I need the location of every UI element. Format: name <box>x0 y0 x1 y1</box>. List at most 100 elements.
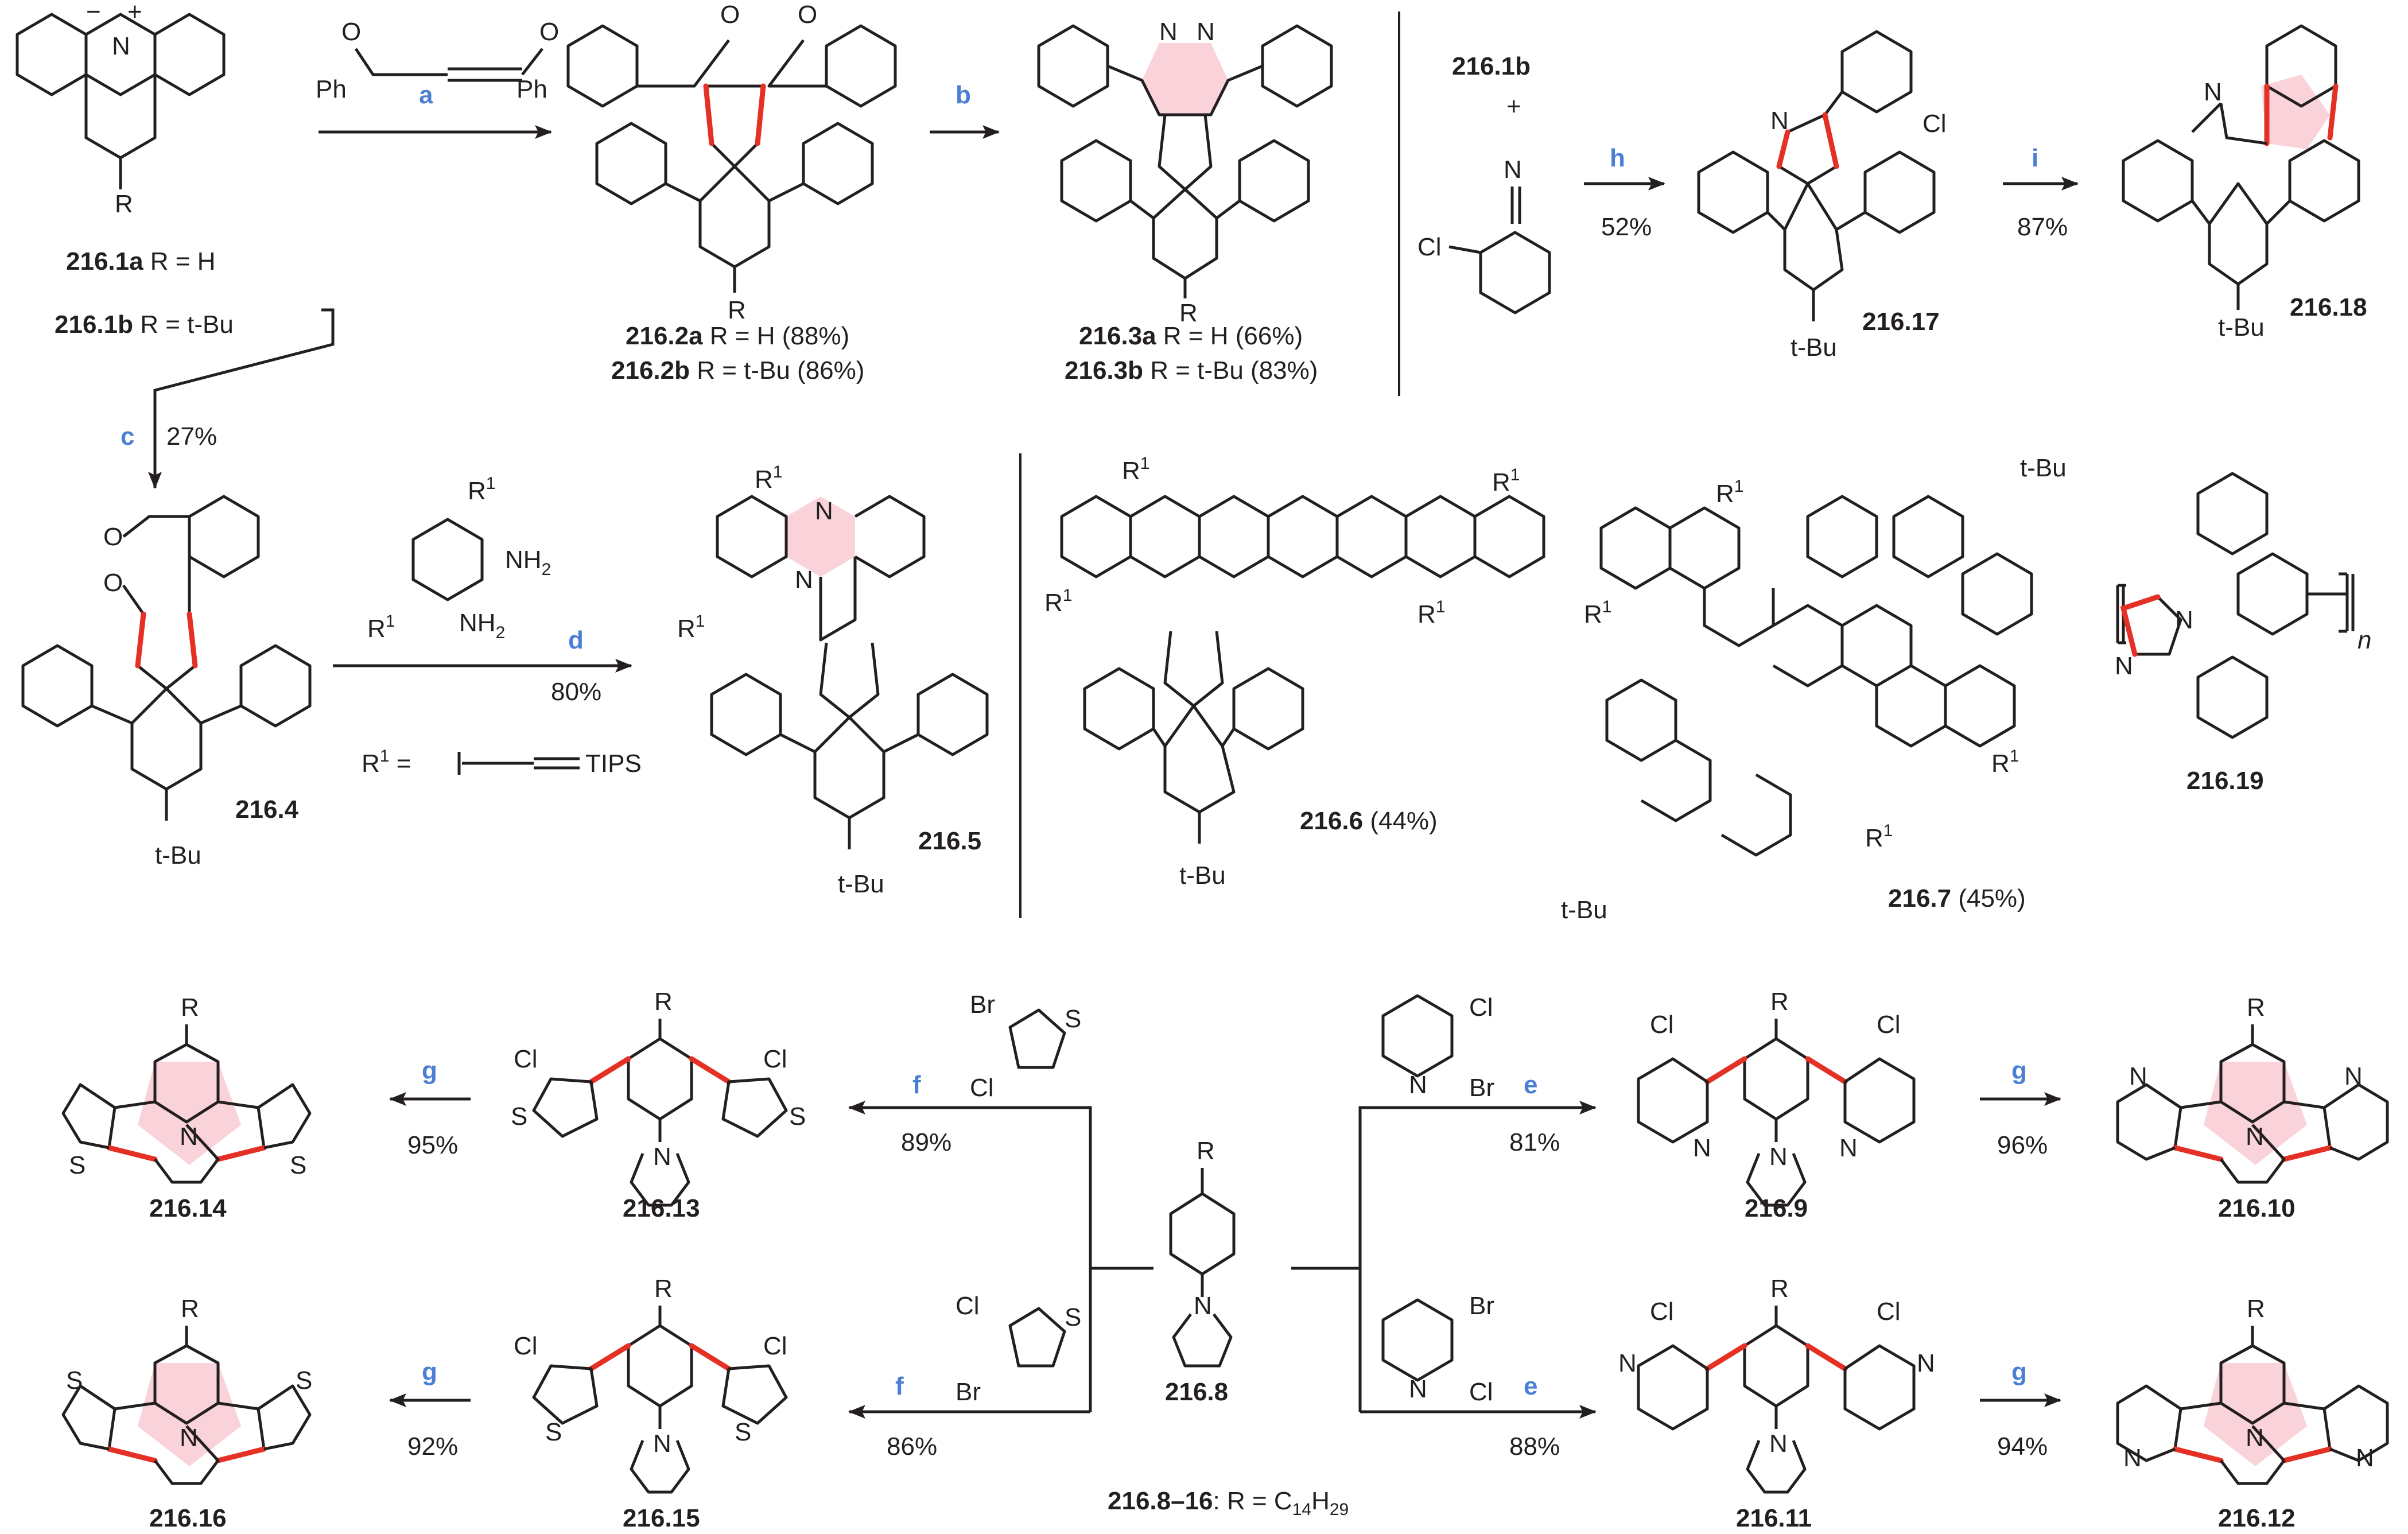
structure-216-11: R N N Cl N Cl <box>1618 1275 1935 1494</box>
svg-text:R1: R1 <box>1991 747 2019 778</box>
svg-text:N: N <box>1769 1430 1788 1458</box>
structure-216-3: N N R <box>1037 18 1333 327</box>
step-b-label: b <box>956 81 971 109</box>
step-f-top-label: f <box>912 1071 921 1099</box>
step-h-label: h <box>1610 144 1625 172</box>
svg-text:Cl: Cl <box>1650 1298 1674 1326</box>
step-g-12-label: g <box>2011 1358 2027 1386</box>
structure-216-17: Cl N t-Bu <box>1697 30 1947 362</box>
svg-text:N: N <box>180 1424 198 1452</box>
step-c-yield: 27% <box>166 422 217 451</box>
svg-text:N: N <box>1693 1134 1711 1162</box>
reagent-dibenzoylacetylene: O O Ph Ph <box>316 18 559 103</box>
arrow-step-e-top <box>1358 1101 1597 1412</box>
svg-text:Cl: Cl <box>1877 1298 1901 1326</box>
svg-text:R: R <box>2247 993 2265 1022</box>
compound-label-216-7: 216.7 (45%) <box>1888 884 2026 912</box>
svg-text:N: N <box>1917 1349 1935 1377</box>
compound-label-216-18: 216.18 <box>2290 293 2367 321</box>
reagent-2-chloro-3-bromothiophene: Cl S Br <box>956 1292 1081 1406</box>
svg-text:S: S <box>1065 1303 1081 1331</box>
svg-text:Br: Br <box>970 991 995 1019</box>
svg-text:S: S <box>735 1418 751 1446</box>
svg-text:N: N <box>815 497 833 525</box>
step-a-label: a <box>419 81 433 109</box>
svg-text:Cl: Cl <box>763 1045 787 1073</box>
svg-text:N: N <box>2246 1424 2264 1452</box>
svg-text:R1: R1 <box>1044 586 1072 617</box>
svg-text:N: N <box>1770 107 1789 135</box>
svg-text:Cl: Cl <box>1417 233 1442 261</box>
svg-text:Br: Br <box>956 1378 981 1406</box>
svg-text:R: R <box>654 1275 673 1303</box>
reagent-3-bromo-2-chloropyridine: Br N Cl <box>1381 1292 1494 1406</box>
svg-text:Cl: Cl <box>1469 993 1493 1022</box>
compound-label-216-1a: 216.1a R = H <box>66 247 216 275</box>
svg-text:N: N <box>1504 156 1522 184</box>
reagent-label-216-1b: 216.1b <box>1452 52 1531 80</box>
step-g-14-label: g <box>422 1057 437 1085</box>
compound-label-216-9: 216.9 <box>1745 1194 1808 1222</box>
svg-text:Cl: Cl <box>1922 110 1947 138</box>
footnote-r-definition: 216.8–16: R = C14H29 <box>1108 1487 1349 1519</box>
svg-text:N: N <box>1409 1375 1427 1403</box>
svg-text:R: R <box>2247 1295 2265 1323</box>
compound-label-216-3b: 216.3b R = t-Bu (83%) <box>1065 356 1318 385</box>
svg-text:R: R <box>1770 1275 1789 1303</box>
step-e-top-label: e <box>1524 1071 1537 1099</box>
compound-label-216-11: 216.11 <box>1736 1504 1812 1532</box>
svg-text:N: N <box>2123 1444 2142 1472</box>
compound-label-216-14: 216.14 <box>149 1194 227 1222</box>
svg-text:R1: R1 <box>1865 821 1893 852</box>
svg-text:N: N <box>1839 1134 1858 1162</box>
svg-text:Cl: Cl <box>956 1292 980 1320</box>
structure-216-14: R N S S <box>61 993 312 1184</box>
svg-text:t-Bu: t-Bu <box>1179 861 1226 890</box>
svg-text:O: O <box>798 1 817 29</box>
ylide-minus-charge: − <box>86 0 101 26</box>
r-substituent: R <box>115 190 133 218</box>
compound-label-216-15: 216.15 <box>623 1504 700 1532</box>
svg-text:N: N <box>1194 1292 1212 1320</box>
compound-label-216-16: 216.16 <box>149 1504 227 1532</box>
svg-text:R1: R1 <box>1417 597 1445 628</box>
structure-216-7: R1 R1 R1 R1 t-Bu t-Bu <box>1561 454 2067 924</box>
svg-text:Cl: Cl <box>970 1074 994 1102</box>
svg-text:Cl: Cl <box>514 1045 538 1073</box>
svg-text:t-Bu: t-Bu <box>2218 313 2265 341</box>
step-c-label: c <box>121 422 134 451</box>
svg-text:R: R <box>1179 299 1198 327</box>
arrow-step-f-top <box>848 1101 1092 1412</box>
svg-text:R1: R1 <box>755 463 782 494</box>
svg-text:Cl: Cl <box>514 1332 538 1360</box>
svg-text:O: O <box>103 569 123 597</box>
step-g-10-yield: 96% <box>1997 1131 2048 1159</box>
structure-216-19: N N n <box>2115 472 2371 739</box>
structure-216-9: R N N Cl N Cl <box>1637 988 1916 1207</box>
compound-label-216-1b: 216.1b R = t-Bu <box>55 310 234 339</box>
step-i-yield: 87% <box>2017 213 2068 241</box>
svg-text:NH2: NH2 <box>505 546 551 579</box>
svg-text:Br: Br <box>1469 1292 1494 1320</box>
svg-text:S: S <box>1065 1005 1081 1033</box>
structure-216-1: N − + R <box>15 0 226 218</box>
svg-text:O: O <box>720 1 740 29</box>
svg-text:R1: R1 <box>468 474 495 505</box>
svg-text:N: N <box>2175 606 2193 634</box>
structure-216-18: N t-Bu <box>2122 24 2360 341</box>
compound-label-216-13: 216.13 <box>623 1194 700 1222</box>
structure-216-8: R N <box>1169 1137 1236 1368</box>
svg-text:N: N <box>2115 652 2133 680</box>
svg-text:R1: R1 <box>1122 454 1149 485</box>
svg-text:N: N <box>2246 1123 2264 1151</box>
structure-216-4: O O t-Bu <box>21 495 312 869</box>
svg-text:N: N <box>180 1123 198 1151</box>
step-e-bottom-label: e <box>1524 1372 1537 1400</box>
compound-label-216-12: 216.12 <box>2218 1504 2296 1532</box>
compound-label-216-10: 216.10 <box>2218 1194 2296 1222</box>
compound-label-216-6: 216.6 (44%) <box>1300 807 1438 835</box>
svg-text:Ph: Ph <box>516 75 547 103</box>
reagent-2-bromo-3-chlorothiophene: Br S Cl <box>970 991 1081 1102</box>
svg-text:N: N <box>1769 1143 1788 1171</box>
svg-text:Cl: Cl <box>1469 1378 1493 1406</box>
